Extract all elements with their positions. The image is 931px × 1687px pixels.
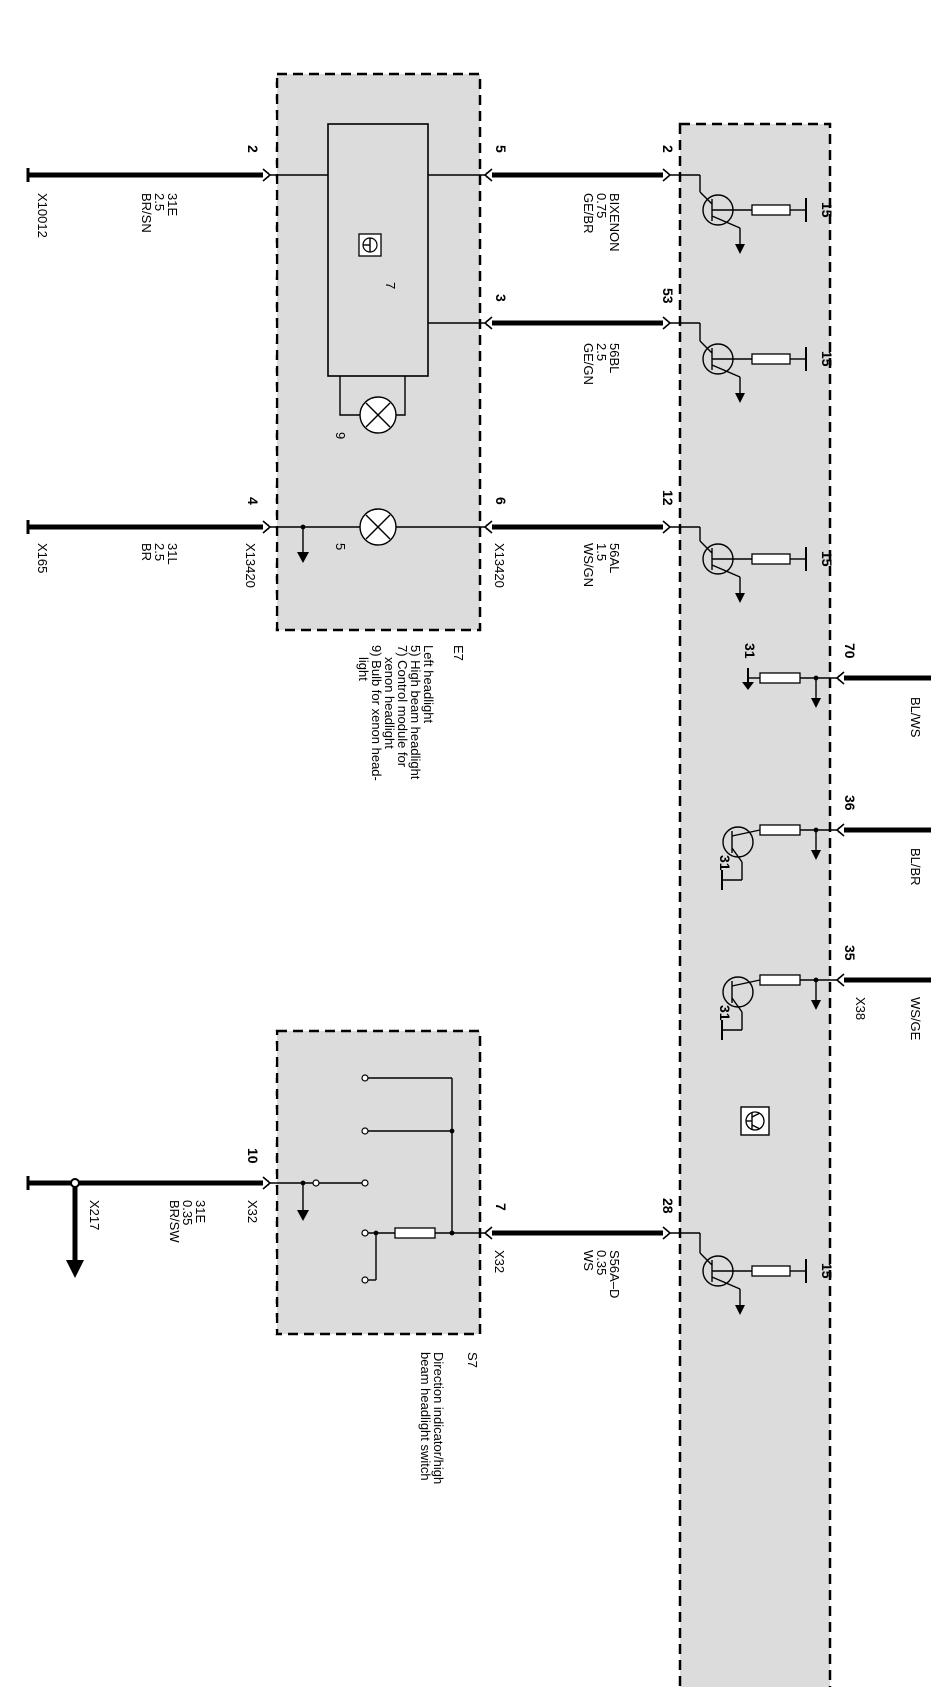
x10012-wire-name: 31E [165,193,180,216]
ground-31-2: 31 [717,855,733,871]
module-transistor-symbol-icon [740,1106,770,1136]
wire-bixenon-name: BIXENON [607,193,622,252]
x165-wire-gauge: 2.5 [152,543,167,561]
e7-pin-left-4: 4 [245,497,261,505]
x217-connector-label: X217 [87,1200,102,1230]
e7-item-2: 7) Control module for [395,645,410,768]
e7-pin-right-6: 6 [493,497,509,505]
wire-56bl-name: 56BL [607,343,622,373]
x217-wire-gauge: 0.35 [180,1200,195,1225]
module-pin-53: 53 [660,288,676,304]
ground-31-3: 31 [717,1005,733,1021]
module-stage-pin35 [721,974,837,1040]
comp-number-5: 5 [333,543,348,550]
wire-s56a-d-color: WS [581,1250,596,1271]
wire-56al-gauge: 1.5 [594,543,609,561]
module-pin-35: 35 [842,945,858,961]
module-pin-36: 36 [842,795,858,811]
s7-title-label: Direction indicator/high [431,1352,446,1484]
x165-wire-name: 31L [165,543,180,565]
s7-pin-left-10: 10 [245,1148,261,1164]
ground-arrow-icon [297,552,309,563]
e7-title-label: Left headlight [421,645,436,723]
e7-item-5: light [356,657,371,681]
x165-wire-color: BR [139,543,154,561]
control-module-box [678,122,832,1687]
module-stage-pin2 [670,174,807,254]
wire-56bl-color: GE/GN [581,343,596,385]
s7-id-label: S7 [465,1352,480,1368]
right-wire-color-3: WS/GE [908,997,923,1041]
e7-item-3: xenon headlight [382,657,397,749]
e7-connector-right-label: X13420 [492,543,507,588]
switch-resistor-icon [394,1227,436,1239]
wire-56al-color: WS/GN [581,543,596,587]
ground-31-1: 31 [742,643,758,659]
e7-id-label: E7 [451,645,466,661]
supply-15-2: 15 [819,351,835,367]
comp-number-9: 9 [333,432,348,439]
module-stage-pin70 [742,668,837,708]
ground-arrow-icon [297,1210,309,1221]
module-stage-pin12 [670,526,807,603]
supply-15-1: 15 [819,202,835,218]
wire-56bl-gauge: 2.5 [594,343,609,361]
right-wire-color-2: BL/BR [908,848,923,886]
e7-pin-right-5: 5 [493,145,509,153]
s7-pin-right-7: 7 [493,1203,509,1211]
e7-item-4: 9) Bulb for xenon head- [369,645,384,781]
right-wire-color-1: BL/WS [908,697,923,738]
e7-pin-right-3: 3 [493,294,509,302]
s7-connector-right-label: X32 [492,1250,507,1273]
supply-15-3: 15 [819,551,835,567]
module-stage-pin53 [670,322,807,403]
wire-bixenon-gauge: 0.75 [594,193,609,218]
e7-pin-left-2: 2 [245,145,261,153]
wire-56al-name: 56AL [607,543,622,573]
module-pin-28: 28 [660,1198,676,1214]
s7-title-label-2: beam headlight switch [418,1352,433,1481]
module-stage-pin28 [670,1232,807,1315]
module-stage-pin36 [721,824,837,890]
comp-number-7: 7 [383,282,398,289]
supply-15-4: 15 [819,1263,835,1279]
module-pin-70: 70 [842,643,858,659]
x217-wire-name: 31E [193,1200,208,1223]
wire-bixenon-color: GE/BR [581,193,596,233]
module-pin-12: 12 [660,490,676,506]
wire-s56a-d-gauge: 0.35 [594,1250,609,1275]
x217-continuation-arrow-icon [66,1260,84,1278]
x10012-wire-color: BR/SN [139,193,154,233]
module-pin-2: 2 [660,145,676,153]
x217-wire-color: BR/SW [167,1200,182,1243]
right-connector-x38: X38 [853,997,868,1020]
e7-connector-left-label: X13420 [243,543,258,588]
x165-connector-label: X165 [35,543,50,573]
e7-item-1: 5) High beam headlight [408,645,423,780]
x10012-wire-gauge: 2.5 [152,193,167,211]
wire-s56a-d-name: S56A–D [607,1250,622,1298]
x10012-connector-label: X10012 [35,193,50,238]
s7-connector-left-label: X32 [245,1200,260,1223]
